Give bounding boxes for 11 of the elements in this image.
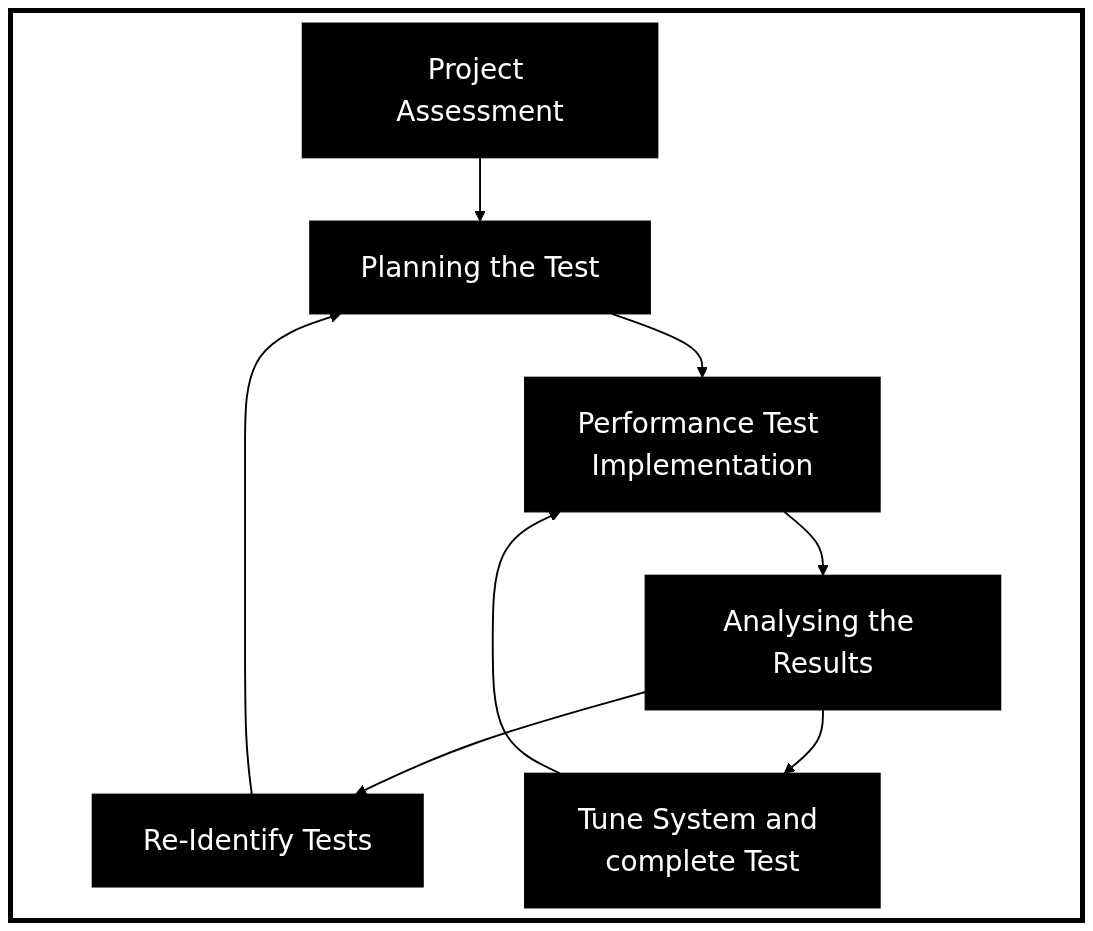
node-box: Project Assessment [301,22,659,159]
arrow [611,312,708,378]
arrow [783,510,829,576]
node-box: Planning the Test [309,220,651,315]
arrow [783,708,824,774]
node-box: Analysing the Results [644,574,1002,711]
arrow [474,156,486,222]
node-box: Re-Identify Tests [91,793,424,888]
node-box: Tune System and complete Test [524,772,881,909]
arrow [491,511,561,775]
node-box: Performance Test Implementation [524,376,881,513]
